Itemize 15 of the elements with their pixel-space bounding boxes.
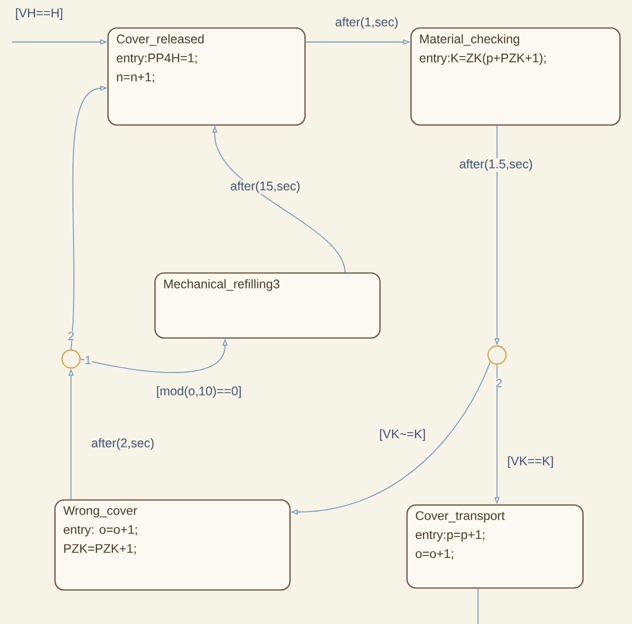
edge-label: after(1.5,sec) xyxy=(458,158,534,172)
state-box: Mechanical_refilling3 xyxy=(154,272,381,339)
junction-circle xyxy=(61,349,81,369)
edge-label: [VH==H] xyxy=(14,7,64,21)
state-box: Material_checking entry:K=ZK(p+PZK+1); xyxy=(410,27,621,126)
edge-label: after(1,sec) xyxy=(334,16,400,30)
edge-label: after(15,sec) xyxy=(229,180,302,194)
edge-label: [mod(o,10)==0] xyxy=(155,385,243,399)
state-box: Cover_released entry:PP4H=1; n=n+1; xyxy=(107,27,306,126)
state-box: Cover_transport entry:p=p+1; o=o+1; xyxy=(406,504,584,589)
state-box: Wrong_cover entry: o=o+1; PZK=PZK+1; xyxy=(54,499,291,591)
edge-label: [VK~=K] xyxy=(378,428,427,442)
edge-label: after(2,sec) xyxy=(90,437,156,451)
junction-circle xyxy=(487,345,507,365)
edge-label: [VK==K] xyxy=(506,455,555,469)
